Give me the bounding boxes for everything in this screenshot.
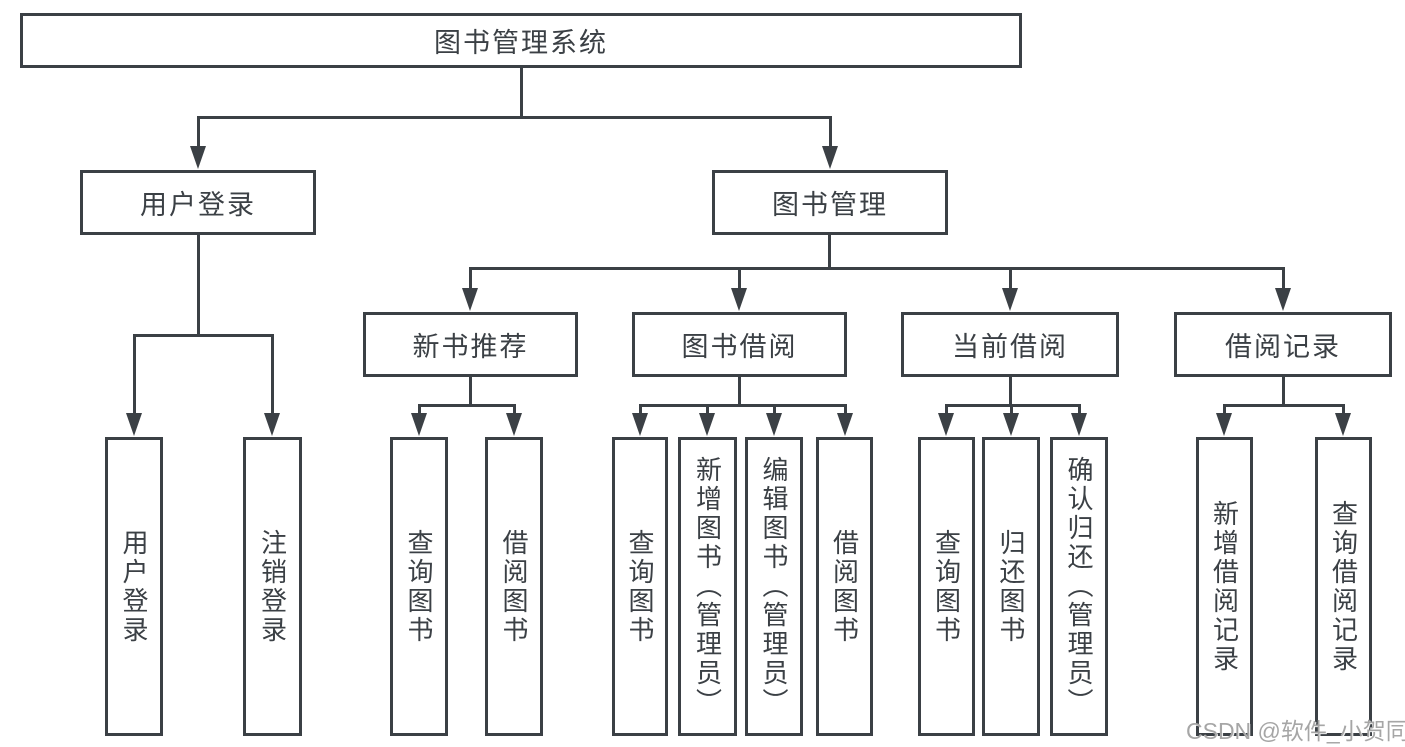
leaf-return-books-label: 归还图书 — [996, 528, 1026, 645]
arrow-to-new-books — [462, 268, 478, 311]
node-new-books-label: 新书推荐 — [412, 332, 529, 362]
leaf-query-books-newbooks: 查询图书 — [390, 437, 448, 736]
leaf-add-borrow-record: 新增借阅记录 — [1196, 437, 1253, 736]
connector-level1-hline — [197, 116, 832, 119]
leaf-add-books-admin-label: 新增图书（管理员） — [692, 456, 723, 717]
arrow-to-leaf-confirm-return — [1071, 405, 1087, 436]
arrow-to-leaf-query-newbooks — [411, 405, 427, 436]
leaf-add-borrow-record-label: 新增借阅记录 — [1209, 499, 1240, 674]
node-new-books: 新书推荐 — [363, 312, 578, 377]
node-user-login: 用户登录 — [80, 170, 316, 235]
arrow-to-leaf-query-borrow — [632, 405, 648, 436]
connector-book-mgmt-stub — [828, 235, 831, 270]
arrow-to-book-mgmt — [822, 117, 838, 169]
connector-borrow-records-stub — [1282, 377, 1285, 407]
leaf-borrow-books-newbooks: 借阅图书 — [485, 437, 543, 736]
arrow-to-leaf-logout — [264, 335, 280, 436]
node-book-mgmt-label: 图书管理 — [772, 190, 888, 220]
arrow-to-leaf-borrow-newbooks — [506, 405, 522, 436]
leaf-logout-label: 注销登录 — [257, 528, 288, 645]
arrow-to-borrow-records — [1275, 268, 1291, 311]
node-user-login-label: 用户登录 — [140, 190, 256, 220]
leaf-query-borrow-record: 查询借阅记录 — [1315, 437, 1372, 736]
connector-book-borrow-stub — [738, 377, 741, 407]
node-book-borrow: 图书借阅 — [632, 312, 847, 377]
leaf-query-borrow-record-label: 查询借阅记录 — [1328, 499, 1359, 674]
connector-borrow-records-hline — [1223, 404, 1345, 407]
connector-user-login-hline — [133, 334, 274, 337]
leaf-logout: 注销登录 — [243, 437, 302, 736]
arrow-to-leaf-add-books — [699, 405, 715, 436]
leaf-query-books-newbooks-label: 查询图书 — [404, 528, 434, 645]
arrow-to-current-borrow — [1002, 268, 1018, 311]
connector-current-borrow-stub — [1009, 377, 1012, 407]
arrow-to-leaf-return-books — [1003, 405, 1019, 436]
leaf-query-books-current-label: 查询图书 — [931, 528, 962, 645]
arrow-to-leaf-borrow-books — [837, 405, 853, 436]
connector-new-books-stub — [469, 377, 472, 407]
arrow-to-leaf-query-record — [1335, 405, 1351, 436]
node-borrow-records: 借阅记录 — [1174, 312, 1392, 377]
connector-root-stub — [520, 68, 523, 118]
leaf-edit-books-admin: 编辑图书（管理员） — [745, 437, 803, 736]
node-book-borrow-label: 图书借阅 — [681, 332, 798, 362]
leaf-user-login-label: 用户登录 — [119, 528, 149, 645]
node-current-borrow-label: 当前借阅 — [952, 332, 1068, 362]
node-borrow-records-label: 借阅记录 — [1225, 332, 1341, 362]
leaf-add-books-admin: 新增图书（管理员） — [678, 437, 737, 736]
connector-user-login-stub — [197, 235, 200, 336]
leaf-user-login: 用户登录 — [105, 437, 163, 736]
leaf-borrow-books: 借阅图书 — [816, 437, 873, 736]
csdn-watermark: CSDN @软件_小贺同学 — [1186, 718, 1405, 744]
leaf-return-books: 归还图书 — [982, 437, 1040, 736]
leaf-borrow-books-newbooks-label: 借阅图书 — [499, 528, 529, 645]
connector-book-borrow-hline — [639, 404, 847, 407]
arrow-to-book-borrow — [731, 268, 747, 311]
arrow-to-user-login — [190, 117, 206, 169]
node-root: 图书管理系统 — [20, 13, 1022, 68]
arrow-to-leaf-add-record — [1216, 405, 1232, 436]
leaf-query-books-current: 查询图书 — [918, 437, 975, 736]
arrow-to-leaf-user-login — [126, 335, 142, 436]
connector-level3-hline — [469, 267, 1285, 270]
leaf-confirm-return-admin: 确认归还（管理员） — [1050, 437, 1108, 736]
node-current-borrow: 当前借阅 — [901, 312, 1119, 377]
leaf-edit-books-admin-label: 编辑图书（管理员） — [759, 456, 789, 717]
arrow-to-leaf-query-current — [938, 405, 954, 436]
leaf-confirm-return-admin-label: 确认归还（管理员） — [1064, 456, 1094, 717]
leaf-borrow-books-label: 借阅图书 — [829, 528, 860, 645]
connector-new-books-hline — [418, 404, 516, 407]
leaf-query-books-borrow-label: 查询图书 — [625, 528, 655, 645]
connector-current-borrow-hline — [945, 404, 1081, 407]
arrow-to-leaf-edit-books — [766, 405, 782, 436]
leaf-query-books-borrow: 查询图书 — [612, 437, 668, 736]
node-book-mgmt: 图书管理 — [712, 170, 948, 235]
node-root-label: 图书管理系统 — [434, 28, 608, 58]
